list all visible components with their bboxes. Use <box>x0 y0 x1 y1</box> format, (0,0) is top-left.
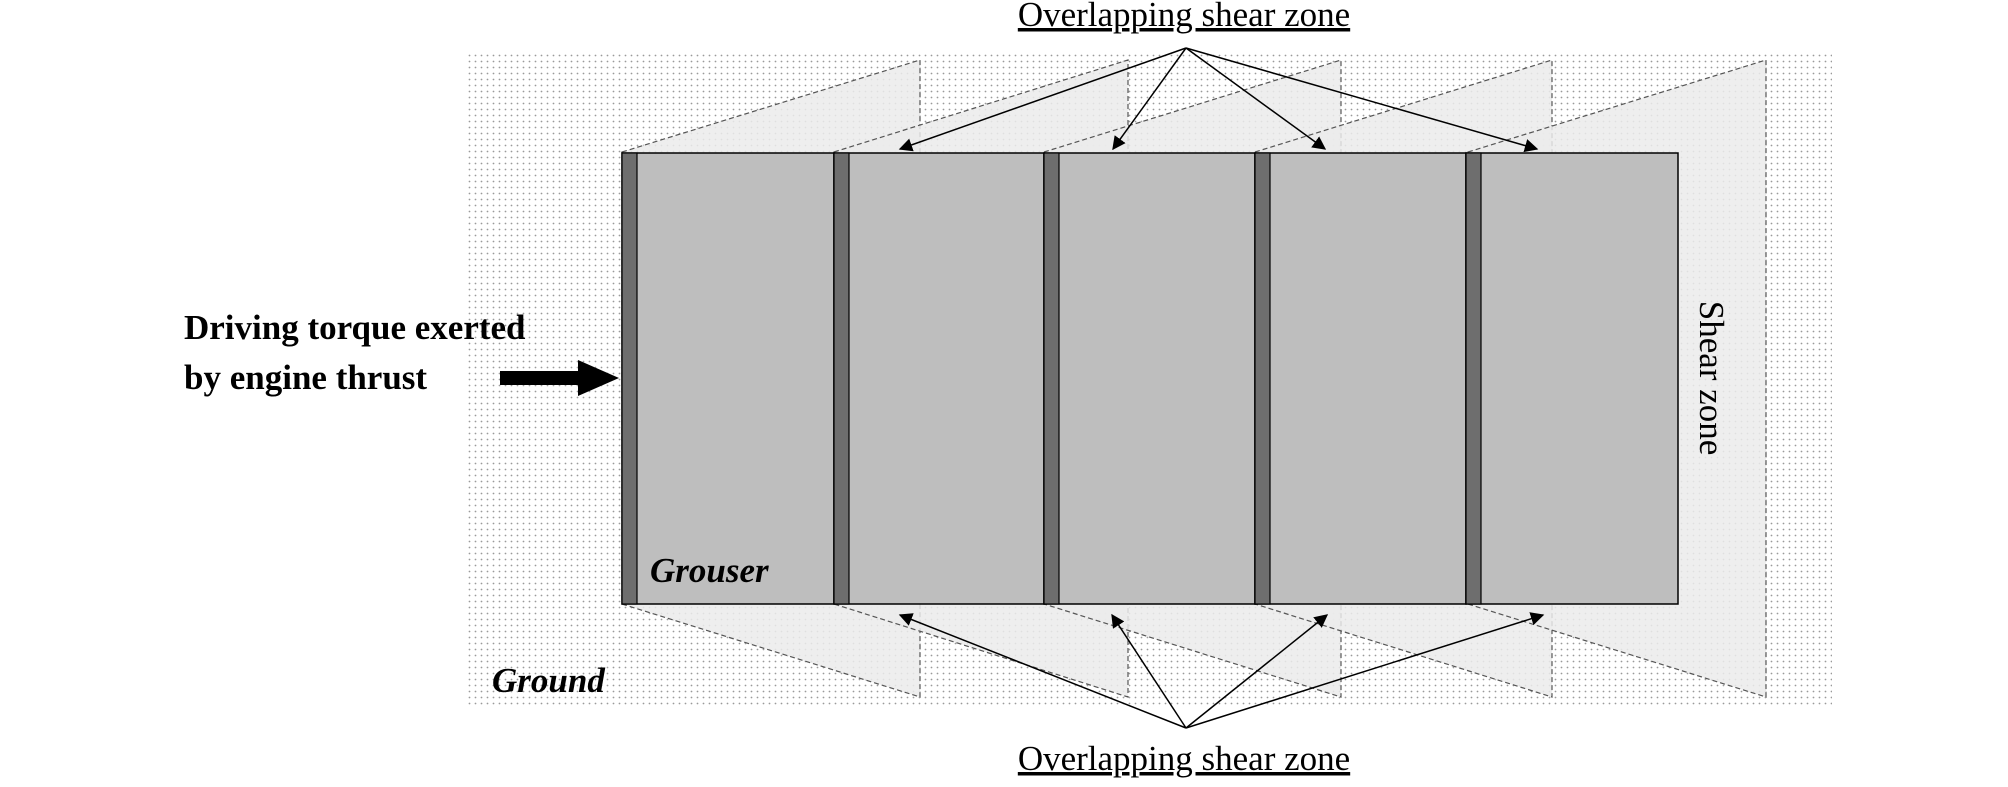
bottom-arrow-2 <box>1111 613 1187 729</box>
grouser-bar-5 <box>1465 152 1482 605</box>
top-arrow-2 <box>1112 47 1187 151</box>
torque-label-line2: by engine thrust <box>184 358 427 397</box>
track-plate-2 <box>833 152 1045 605</box>
top-annotation-label: Overlapping shear zone <box>1018 0 1350 34</box>
arrow-right-thick-icon <box>500 360 619 396</box>
top-annotation-arrows <box>898 47 1539 153</box>
torque-label-line1: Driving torque exerted <box>184 308 526 347</box>
track-plate-5 <box>1465 152 1679 605</box>
grouser-bar-3 <box>1043 152 1060 605</box>
bottom-arrow-1 <box>898 613 1187 729</box>
grouser-label: Grouser <box>650 551 769 590</box>
shear-zone-label: Shear zone <box>1692 301 1731 456</box>
bottom-annotation-label: Overlapping shear zone <box>1018 739 1350 778</box>
bottom-arrow-4 <box>1185 612 1545 729</box>
top-arrow-3 <box>1185 47 1327 150</box>
grousers <box>621 152 1482 605</box>
grouser-bar-4 <box>1254 152 1271 605</box>
ground-label: Ground <box>492 661 605 700</box>
grouser-bar-1 <box>621 152 638 605</box>
bottom-annotation-arrows <box>898 612 1545 729</box>
track-plates <box>621 152 1679 605</box>
top-arrow-4 <box>1185 47 1539 153</box>
bottom-arrow-3 <box>1185 614 1329 729</box>
grouser-bar-2 <box>833 152 850 605</box>
track-plate-1 <box>621 152 835 605</box>
top-arrow-1 <box>898 47 1187 152</box>
track-plate-4 <box>1254 152 1467 605</box>
track-plate-3 <box>1043 152 1256 605</box>
